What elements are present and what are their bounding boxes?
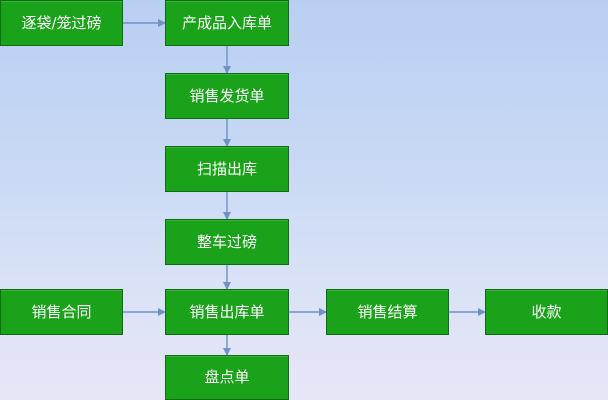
node-whole-vehicle-weighing: 整车过磅 <box>165 219 289 265</box>
node-sales-outbound-note: 销售出库单 <box>165 289 289 335</box>
node-weighing-bags: 逐袋/笼过磅 <box>0 0 123 46</box>
node-inventory-count: 盘点单 <box>165 355 289 400</box>
node-sales-delivery-note: 销售发货单 <box>165 73 289 119</box>
node-production-receipt: 产成品入库单 <box>165 0 289 46</box>
node-sales-settlement: 销售结算 <box>326 289 449 335</box>
node-sales-contract: 销售合同 <box>0 289 123 335</box>
node-scan-outbound: 扫描出库 <box>165 146 289 192</box>
node-collection: 收款 <box>485 289 608 335</box>
